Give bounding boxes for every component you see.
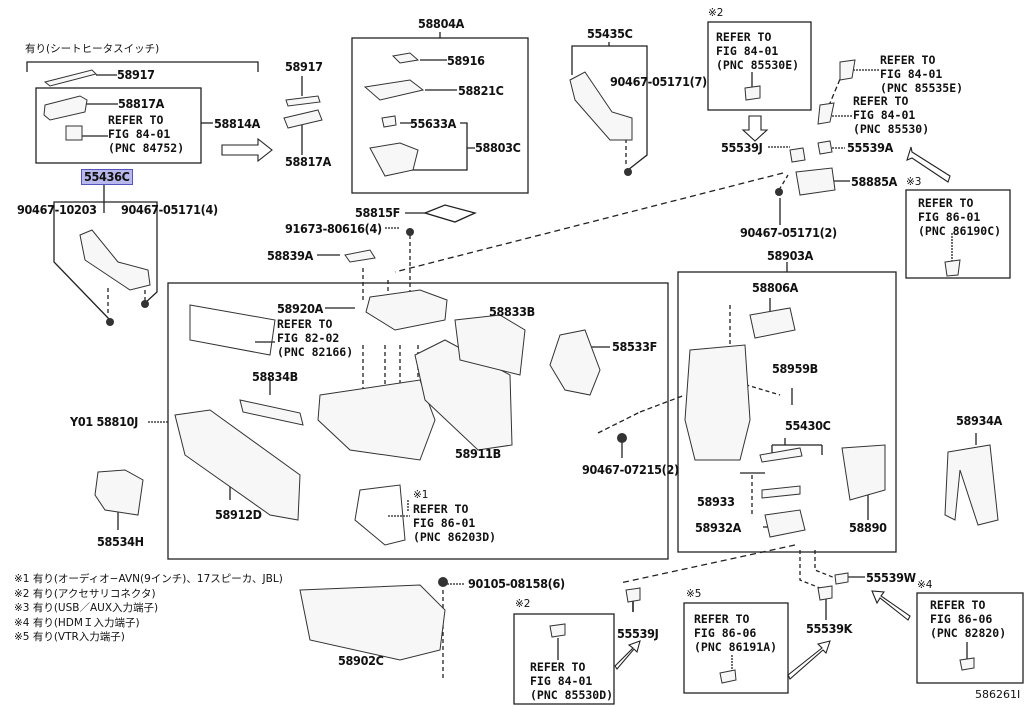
arrow-down-icon <box>741 115 769 142</box>
ref-box-85530e <box>707 21 812 111</box>
part-glyph-58917 <box>43 69 97 87</box>
part-label-55633a[interactable]: 55633A <box>410 116 457 131</box>
arrow-up-right-icon <box>787 640 831 680</box>
part-label-58959b[interactable]: 58959B <box>772 361 818 376</box>
note-mark-4: ※4 <box>917 579 933 591</box>
ref-box-86191a <box>683 602 789 694</box>
bolt-icon <box>438 577 448 587</box>
note-mark-2-bottom: ※2 <box>515 598 531 610</box>
ref-box-82820 <box>916 592 1024 684</box>
group-box-58814a <box>35 87 202 164</box>
part-glyph-84752 <box>65 125 83 141</box>
footnote-1: ※1 有り(オーディオ−AVN(9インチ)、17スピーカ、JBL) <box>14 573 283 585</box>
ref-text-82820: REFER TO FIG 86-06 (PNC 82820) <box>930 598 1007 640</box>
part-label-55539j-top[interactable]: 55539J <box>721 140 763 155</box>
footnotes-legend: ※1 有り(オーディオ−AVN(9インチ)、17スピーカ、JBL) ※2 有り(… <box>14 572 283 645</box>
part-label-58839a[interactable]: 58839A <box>267 248 314 263</box>
part-label-58934a[interactable]: 58934A <box>956 413 1003 428</box>
part-label-55436c-highlighted[interactable]: 55436C <box>81 169 133 185</box>
ref-text-85535e: REFER TO FIG 84-01 (PNC 85535E) <box>880 53 964 95</box>
footnote-5: ※5 有り(VTR入力端子) <box>14 631 125 643</box>
part-label-55539k[interactable]: 55539K <box>806 621 853 636</box>
part-label-58817a[interactable]: 58817A <box>118 96 165 111</box>
part-label-58917[interactable]: 58917 <box>117 67 155 82</box>
ref-text-86191a: REFER TO FIG 86-06 (PNC 86191A) <box>694 612 778 654</box>
footnote-2: ※2 有り(アクセサリコネクタ) <box>14 587 156 600</box>
part-label-58932a[interactable]: 58932A <box>695 520 742 535</box>
part-label-58806a[interactable]: 58806A <box>752 280 799 295</box>
part-glyph-58817a <box>43 95 88 121</box>
part-label-58533f[interactable]: 58533F <box>612 339 658 354</box>
part-label-58920a[interactable]: 58920A <box>277 301 324 316</box>
part-label-90467-10203[interactable]: 90467-10203 <box>17 202 97 217</box>
footnote-3: ※3 有り(USB／AUX入力端子) <box>14 602 159 614</box>
note-seat-heater-switch: 有り(シートヒータスイッチ) <box>25 43 160 55</box>
ref-box-85530d <box>513 613 615 705</box>
bolt-icon <box>617 433 627 443</box>
ref-text-84752: REFER TO FIG 84-01 (PNC 84752) <box>108 113 185 155</box>
ref-text-85530: REFER TO FIG 84-01 (PNC 85530) <box>853 94 930 136</box>
part-label-58885a[interactable]: 58885A <box>851 174 898 189</box>
part-label-58815f[interactable]: 58815F <box>355 205 401 220</box>
bolt-icon <box>775 188 783 196</box>
part-label-58917-alt[interactable]: 58917 <box>285 59 323 74</box>
part-label-90467-05171-7[interactable]: 90467-05171(7) <box>610 74 707 89</box>
part-label-58833b[interactable]: 58833B <box>489 304 535 319</box>
part-label-58804a[interactable]: 58804A <box>418 16 465 31</box>
note-mark-1: ※1 <box>413 489 429 501</box>
ref-text-86190c: REFER TO FIG 86-01 (PNC 86190C) <box>918 196 1002 238</box>
part-label-90467-05171-4[interactable]: 90467-05171(4) <box>121 202 218 217</box>
part-label-58912d[interactable]: 58912D <box>215 507 262 522</box>
arrow-up-right-icon <box>614 640 641 670</box>
ref-text-82166: REFER TO FIG 82-02 (PNC 82166) <box>277 317 354 359</box>
part-label-58534h[interactable]: 58534H <box>97 534 144 549</box>
part-label-58890[interactable]: 58890 <box>849 520 887 535</box>
arrow-up-left-icon <box>871 590 911 621</box>
bolt-icon <box>106 318 114 326</box>
part-label-58916[interactable]: 58916 <box>447 53 485 68</box>
part-label-55430c[interactable]: 55430C <box>785 418 831 433</box>
part-label-90467-07215[interactable]: 90467-07215(2) <box>582 462 679 477</box>
diagram-id: 586261I <box>975 688 1021 701</box>
part-label-90105-08158[interactable]: 90105-08158(6) <box>468 576 565 591</box>
part-label-58903a[interactable]: 58903A <box>767 248 814 263</box>
footnote-4: ※4 有り(HDMＩ入力端子) <box>14 616 140 629</box>
bolt-icon <box>406 228 414 236</box>
part-label-58821c[interactable]: 58821C <box>458 83 504 98</box>
group-box-58810j <box>167 282 669 560</box>
part-label-58902c[interactable]: 58902C <box>338 653 384 668</box>
ref-box-86190c <box>905 189 1011 279</box>
bracket-seat-heater <box>26 61 259 72</box>
part-label-55539j-bottom[interactable]: 55539J <box>617 626 659 641</box>
ref-text-85530d: REFER TO FIG 84-01 (PNC 85530D) <box>530 660 614 702</box>
part-label-y01-58810j[interactable]: Y01 58810J <box>70 414 139 429</box>
ref-text-86203d: REFER TO FIG 86-01 (PNC 86203D) <box>413 502 497 544</box>
arrow-right-icon <box>221 137 273 163</box>
part-label-58834b[interactable]: 58834B <box>252 369 298 384</box>
part-label-58817a-alt[interactable]: 58817A <box>285 154 332 169</box>
part-label-58911b[interactable]: 58911B <box>455 446 501 461</box>
ref-text-85530e: REFER TO FIG 84-01 (PNC 85530E) <box>716 30 800 72</box>
arrow-diag-icon <box>906 146 951 183</box>
note-mark-2: ※2 <box>708 7 724 19</box>
bolt-icon <box>141 300 149 308</box>
part-label-58803c[interactable]: 58803C <box>475 140 521 155</box>
part-label-58933[interactable]: 58933 <box>697 494 735 509</box>
note-mark-5: ※5 <box>686 588 702 600</box>
part-label-55539a[interactable]: 55539A <box>847 140 894 155</box>
part-label-90467-05171-2[interactable]: 90467-05171(2) <box>740 225 837 240</box>
note-mark-3: ※3 <box>906 176 922 188</box>
part-label-55539w[interactable]: 55539W <box>866 570 916 585</box>
part-label-55435c[interactable]: 55435C <box>587 26 633 41</box>
part-label-91673-80616[interactable]: 91673-80616(4) <box>285 221 382 236</box>
part-label-58814a[interactable]: 58814A <box>214 116 261 131</box>
bolt-icon <box>624 168 632 176</box>
